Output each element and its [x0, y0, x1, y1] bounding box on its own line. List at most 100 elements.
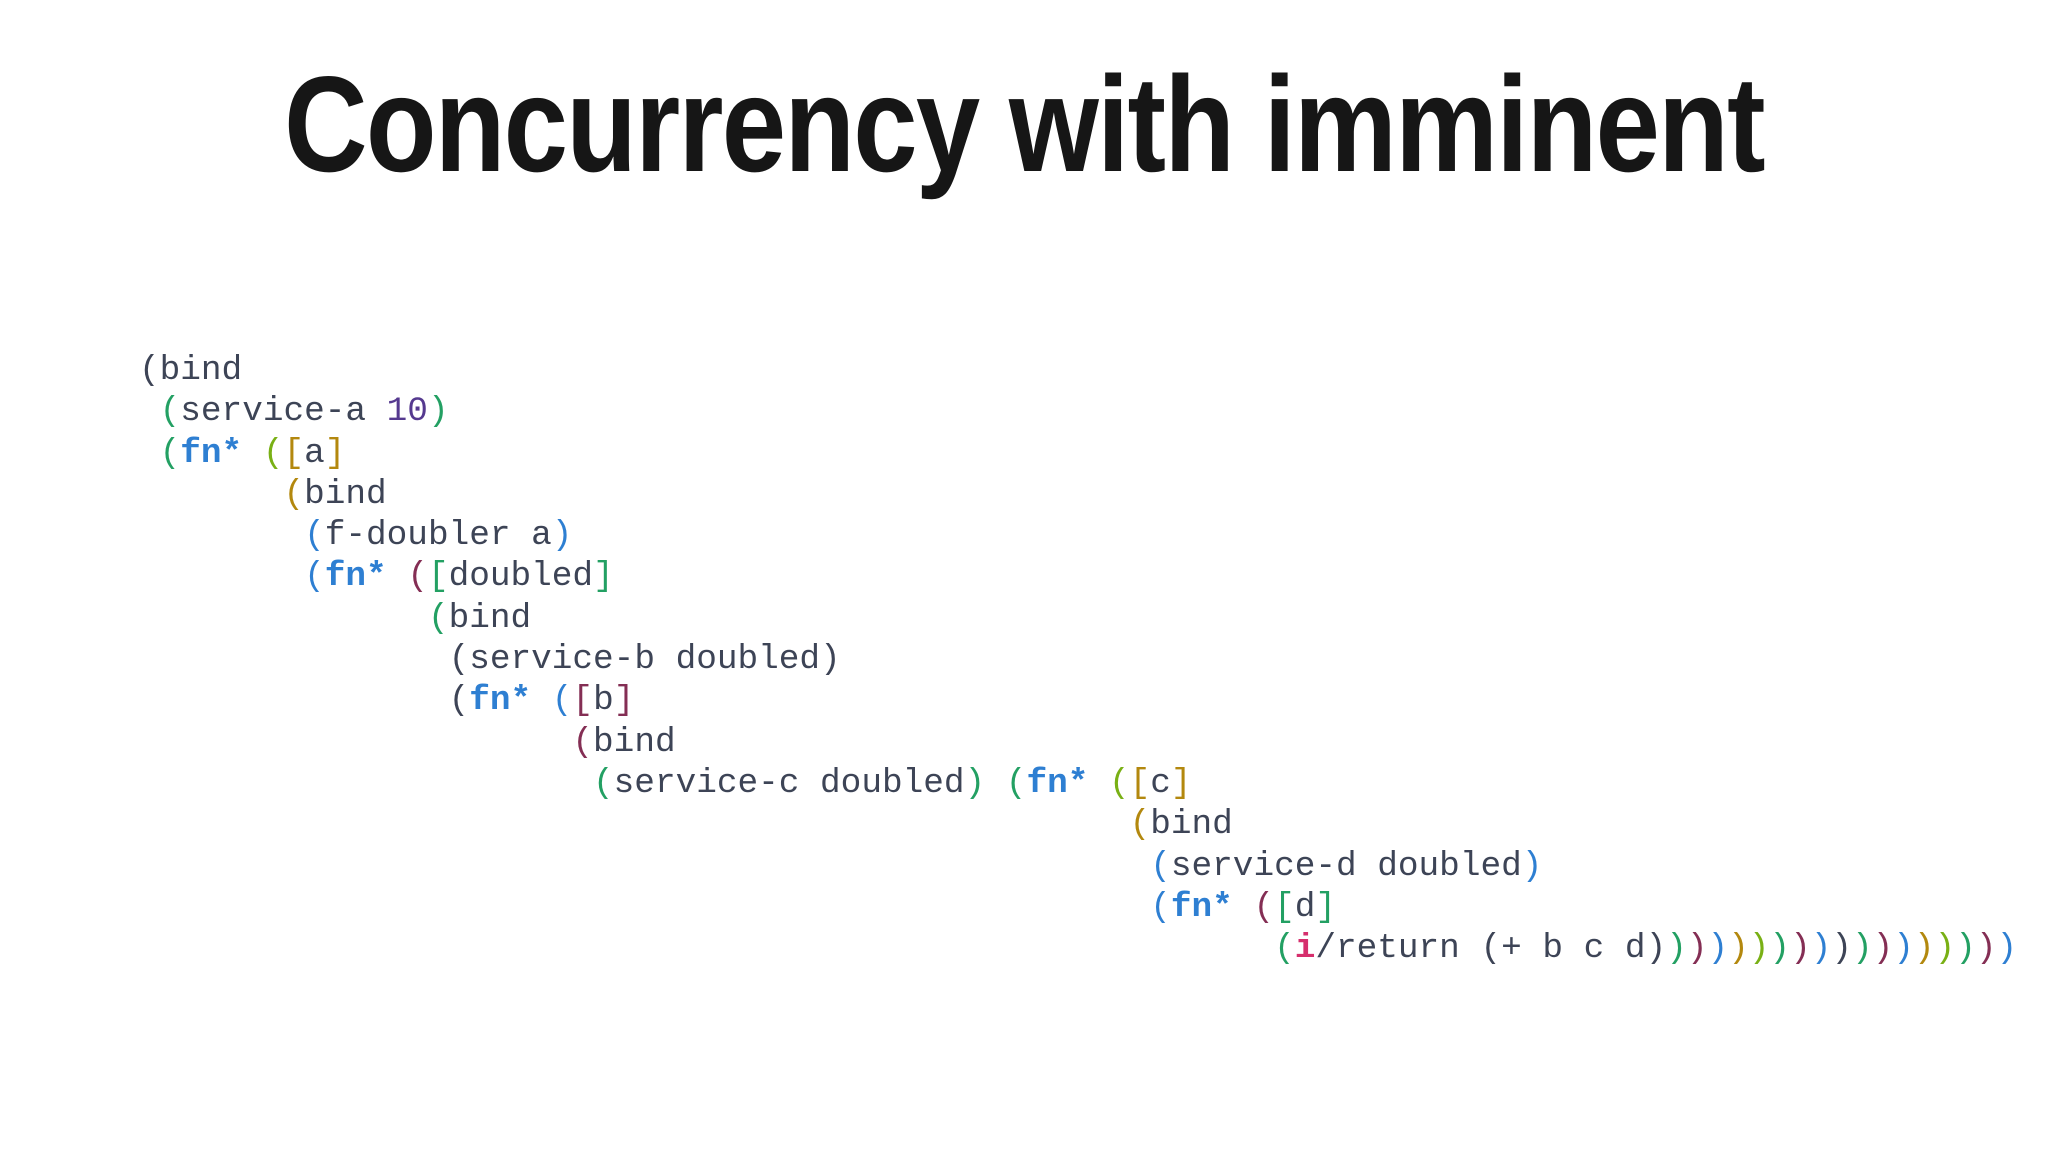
code-token: [: [1274, 887, 1295, 927]
code-token: (: [551, 681, 573, 721]
code-token: [139, 888, 1150, 927]
code-token: ]: [593, 557, 614, 597]
code-token: + b c d: [1501, 929, 1646, 969]
code-token: a: [304, 433, 325, 473]
code-block: (bind (service-a 10) (fn* ([a] (bind (f-…: [139, 350, 2017, 969]
code-token: (: [407, 557, 428, 597]
code-token: ): [1955, 929, 1976, 969]
code-token: ): [1893, 929, 1914, 969]
code-token: [531, 681, 552, 720]
code-token: [139, 599, 428, 638]
code-token: (: [1109, 763, 1130, 803]
code-token: (service-b doubled): [448, 640, 841, 680]
code-token: (: [1150, 846, 1171, 886]
code-token: [: [283, 433, 305, 473]
code-token: ): [1913, 929, 1935, 969]
code-line: (service-b doubled): [139, 639, 2017, 680]
code-token: bind: [448, 598, 532, 638]
code-line: (bind: [139, 722, 2017, 763]
code-token: service-c doubled: [613, 763, 965, 803]
code-token: (: [572, 722, 594, 762]
code-token: [139, 392, 160, 431]
code-token: [139, 516, 304, 555]
code-token: (: [1150, 887, 1171, 927]
code-token: c: [1150, 763, 1171, 803]
code-token: [242, 434, 263, 473]
code-token: bind: [304, 474, 387, 514]
code-token: (: [448, 681, 470, 721]
code-token: (: [1005, 763, 1027, 803]
code-token: ): [964, 763, 986, 803]
code-token: [139, 434, 160, 473]
code-token: service-d doubled: [1170, 846, 1522, 886]
code-token: ]: [1315, 887, 1337, 927]
code-token: (: [304, 557, 325, 597]
code-token: 10: [386, 392, 428, 432]
code-token: /return: [1315, 929, 1481, 969]
code-token: (: [1480, 929, 1502, 969]
code-token: (: [1274, 929, 1295, 969]
code-token: ): [1975, 929, 1997, 969]
code-line: (service-d doubled): [139, 846, 2017, 887]
code-token: [139, 929, 1274, 968]
code-token: b: [593, 681, 614, 721]
code-line: (bind: [139, 350, 2017, 391]
code-token: (: [304, 516, 325, 556]
code-line: (fn* ([d]: [139, 887, 2017, 928]
code-token: (: [159, 392, 181, 432]
code-token: [139, 723, 572, 762]
code-token: [139, 557, 304, 596]
code-token: [139, 764, 593, 803]
code-token: [139, 681, 449, 720]
code-token: [: [1129, 763, 1151, 803]
code-token: [139, 805, 1130, 844]
code-token: fn*: [1170, 887, 1233, 927]
code-token: (: [283, 474, 305, 514]
code-line: (service-a 10): [139, 391, 2017, 432]
slide-title: Concurrency with imminent: [284, 48, 1765, 200]
code-token: [985, 764, 1006, 803]
code-token: ]: [613, 681, 635, 721]
code-token: ): [1707, 929, 1729, 969]
code-line: (bind: [139, 474, 2017, 515]
code-token: [139, 640, 449, 679]
code-line: (fn* ([doubled]: [139, 556, 2017, 597]
code-line: (bind: [139, 598, 2017, 639]
code-token: ): [1521, 846, 1543, 886]
code-line: (i/return (+ b c d)))))))))))))))))): [139, 928, 2017, 969]
code-token: ): [1769, 929, 1791, 969]
code-token: doubled: [448, 557, 594, 597]
code-line: (f-doubler a): [139, 515, 2017, 556]
code-token: bind: [593, 722, 676, 762]
code-token: (bind: [139, 351, 243, 390]
code-token: ): [1851, 929, 1873, 969]
code-token: ): [1790, 929, 1811, 969]
code-token: (: [427, 598, 449, 638]
code-token: [387, 557, 408, 596]
code-token: [139, 847, 1150, 886]
code-token: ): [1934, 929, 1956, 969]
code-line: (service-c doubled) (fn* ([c]: [139, 763, 2017, 804]
code-token: (: [593, 763, 614, 803]
code-token: fn*: [1026, 763, 1089, 803]
code-token: ): [1872, 929, 1894, 969]
code-token: ]: [1170, 763, 1192, 803]
code-token: ]: [324, 433, 346, 473]
code-token: [: [427, 557, 449, 597]
code-token: (: [1253, 887, 1275, 927]
code-token: bind: [1150, 805, 1233, 845]
code-token: ): [1686, 929, 1708, 969]
code-token: ): [551, 516, 573, 556]
code-token: ): [1831, 929, 1852, 969]
code-token: fn*: [180, 433, 243, 473]
code-line: (bind: [139, 804, 2017, 845]
code-token: ): [1728, 929, 1749, 969]
code-token: [139, 475, 283, 514]
code-token: [: [572, 681, 594, 721]
code-token: ): [1996, 929, 2018, 969]
code-token: f-doubler a: [324, 516, 552, 556]
code-token: ): [427, 392, 449, 432]
code-token: fn*: [469, 681, 532, 721]
code-token: (: [1129, 805, 1151, 845]
